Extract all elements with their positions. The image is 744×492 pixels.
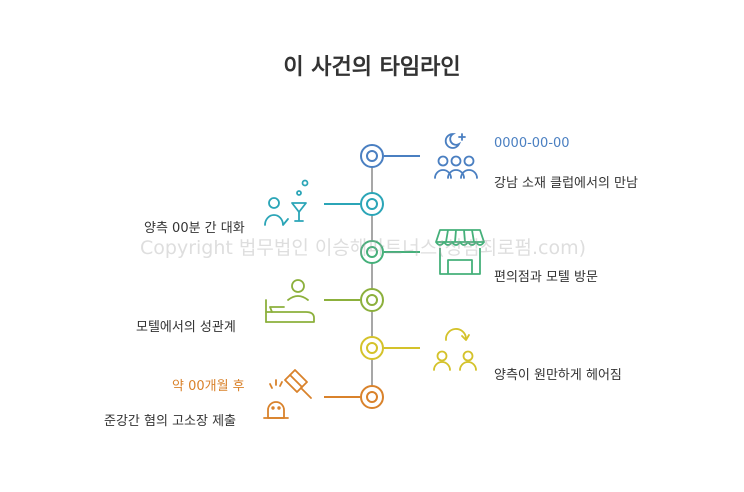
event-4-label: 모텔에서의 성관계: [136, 320, 236, 335]
event-3-label: 편의점과 모텔 방문: [494, 270, 598, 285]
timeline-node-2: [360, 192, 384, 216]
event-1-date: 0000-00-00: [494, 136, 570, 151]
event-6-label: 준강간 혐의 고소장 제출: [104, 414, 236, 429]
event-5-label: 양측이 원만하게 헤어짐: [494, 368, 622, 383]
event-1-label: 강남 소재 클럽에서의 만남: [494, 176, 638, 191]
watermark: Copyright 법무법인 이승해파트너스(성범죄로펌.com): [140, 237, 587, 259]
store-icon: [435, 229, 485, 275]
bed-icon: [265, 279, 315, 323]
gavel-icon: [263, 369, 312, 419]
timeline-node-5: [360, 336, 384, 360]
night-club-icon: [434, 133, 478, 179]
timeline-node-3: [360, 240, 384, 264]
page-title: 이 사건의 타임라인: [283, 55, 461, 80]
timeline-node-4: [360, 288, 384, 312]
timeline-node-1: [360, 144, 384, 168]
drinking-conversation-icon: [264, 179, 309, 226]
event-2-label: 양측 00분 간 대화: [144, 221, 245, 236]
timeline-node-6: [360, 385, 384, 409]
parting-icon: [433, 328, 477, 371]
event-6-date: 약 00개월 후: [172, 379, 245, 394]
